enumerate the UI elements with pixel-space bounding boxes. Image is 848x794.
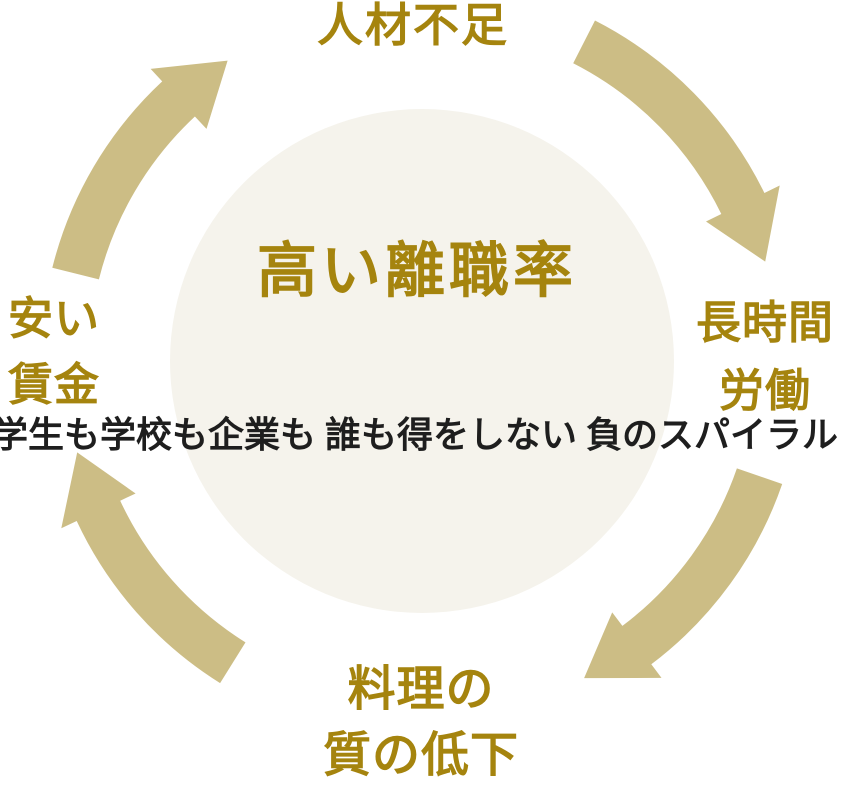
cycle-arrow-top-right	[573, 20, 780, 262]
center-description: 学生も学校も企業も 誰も得をしない 負のスパイラル	[0, 406, 838, 464]
center-circle	[170, 109, 674, 613]
cycle-step-label: 料理の	[347, 663, 495, 716]
cycle-arrow-bottom-right	[584, 468, 783, 679]
center-title: 高い離職率	[257, 238, 577, 305]
cycle-step-food-quality-decline: 料理の 質の低下	[323, 657, 519, 789]
cycle-step-label: 質の低下	[322, 729, 520, 782]
center-description-line: 誰も得をしない	[324, 415, 578, 455]
cycle-step-low-wages: 安い 賃金	[8, 286, 100, 418]
cycle-step-label: 安い	[7, 294, 101, 344]
cycle-arrow-top-left	[52, 60, 228, 280]
center-description-line: 負のスパイラル	[586, 415, 839, 455]
cycle-step-label: 労働	[718, 366, 812, 416]
cycle-step-labor-shortage: 人材不足	[317, 3, 509, 49]
cycle-step-long-hours: 長時間 労働	[696, 289, 834, 425]
cycle-step-label: 長時間	[695, 298, 835, 348]
cycle-step-label: 人材不足	[317, 0, 509, 51]
cycle-arrow-bottom-left	[61, 452, 246, 684]
center-description-line: 学生も学校も企業も	[0, 415, 316, 455]
cycle-step-label: 賃金	[7, 360, 101, 410]
